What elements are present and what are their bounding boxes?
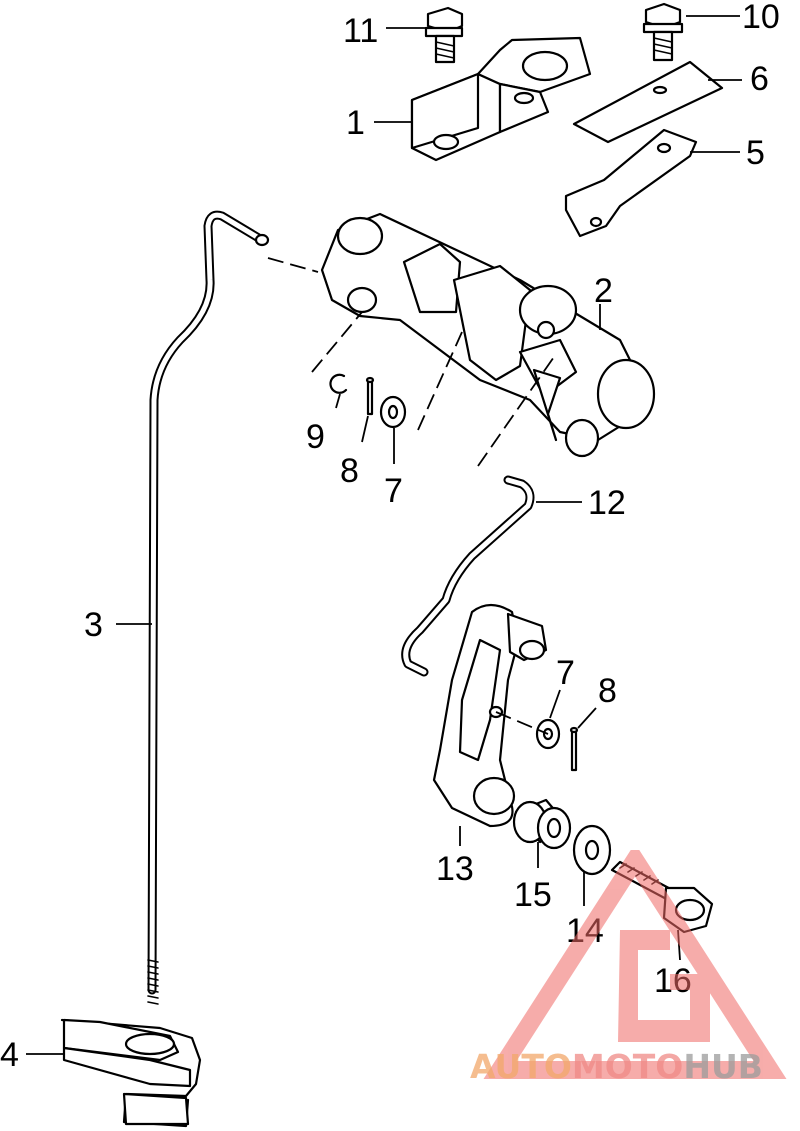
pin-8-lower: [569, 726, 579, 772]
bolt-10: [642, 2, 684, 62]
callout-12: 12: [588, 484, 626, 522]
alignment-lines: [267, 257, 557, 735]
callout-labels: 11 10 6 1 5 2 9 8 7 12 3 7 8 13 15 14 16…: [0, 0, 780, 1074]
callout-13: 13: [436, 850, 474, 888]
shift-rod-3: [147, 210, 270, 1005]
link-rod-12: [401, 475, 535, 677]
bolt-11: [424, 6, 464, 64]
lever-arm-13: [432, 603, 548, 828]
callout-5: 5: [746, 134, 765, 172]
callout-7-lower: 7: [556, 654, 575, 692]
e-clip-9: [329, 373, 348, 394]
callout-7-upper: 7: [384, 472, 403, 510]
shift-assembly-2: [320, 212, 656, 458]
brand-moto: MOTO: [571, 1047, 684, 1086]
callout-6: 6: [750, 60, 769, 98]
leader-lines: [26, 15, 742, 1055]
callout-10: 10: [742, 0, 780, 36]
washer-7-upper: [379, 395, 407, 429]
bracket-1: [410, 36, 592, 162]
brand-hub: HUB: [683, 1047, 763, 1086]
callout-4: 4: [0, 1036, 19, 1074]
watermark-brand: AUTOMOTOHUB: [470, 1047, 800, 1086]
callout-1: 1: [346, 104, 365, 142]
washer-14: [572, 824, 612, 876]
callout-9: 9: [306, 418, 325, 456]
callout-11: 11: [343, 12, 378, 50]
callout-8-upper: 8: [340, 452, 359, 490]
callout-8-lower: 8: [598, 672, 617, 710]
plate-6: [572, 60, 724, 144]
clip-4: [60, 1018, 202, 1128]
callout-3: 3: [84, 606, 103, 644]
lever-5: [564, 128, 698, 238]
callout-2: 2: [594, 272, 613, 310]
watermark-logo-icon: [483, 850, 787, 1079]
brand-auto: AUTO: [470, 1047, 572, 1086]
callout-15: 15: [514, 876, 552, 914]
pin-8-upper: [365, 376, 375, 416]
bushing-15: [512, 798, 572, 850]
